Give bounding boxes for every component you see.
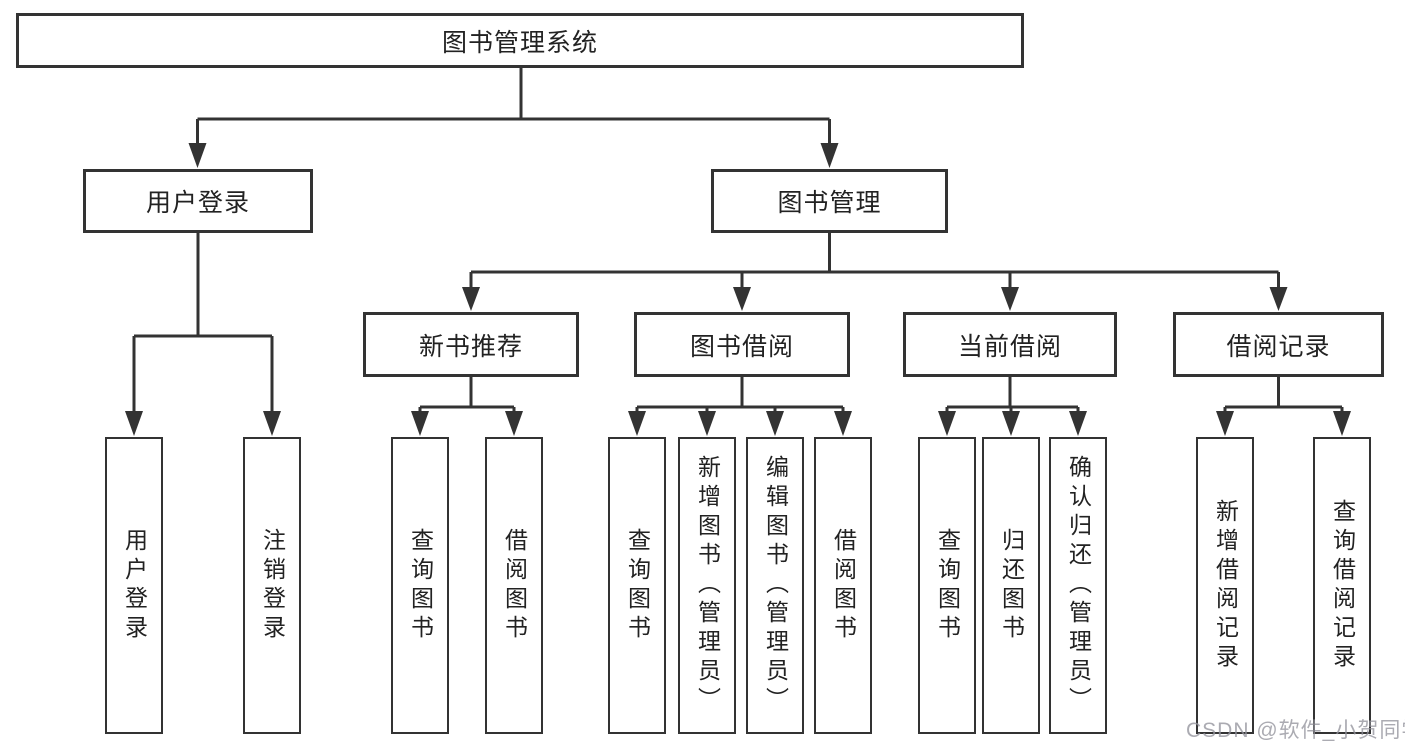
node-book-borrowing: 图书借阅 [634, 312, 850, 377]
node-book-management-label: 图书管理 [777, 189, 882, 217]
node-book-borrowing-label: 图书借阅 [689, 332, 794, 361]
node-current-borrowing: 当前借阅 [903, 312, 1117, 377]
leaf-edit-book-admin-label: 编辑图书（管理员） [762, 455, 789, 716]
leaf-logout-label: 注销登录 [259, 527, 286, 644]
leaf-query-books-current: 查询图书 [918, 437, 976, 734]
node-borrow-records-label: 借阅记录 [1226, 332, 1331, 361]
leaf-return-books: 归还图书 [982, 437, 1040, 734]
leaf-add-book-admin-label: 新增图书（管理员） [694, 455, 721, 716]
leaf-borrow-books-recommend: 借阅图书 [485, 437, 543, 734]
leaf-edit-book-admin: 编辑图书（管理员） [746, 437, 804, 734]
leaf-add-borrow-record-label: 新增借阅记录 [1212, 498, 1239, 673]
node-book-management: 图书管理 [711, 169, 948, 233]
csdn-watermark: CSDN @软件_小贺同学 [1186, 719, 1405, 742]
leaf-borrow-books-borrowing-label: 借阅图书 [830, 527, 857, 644]
leaf-query-books-borrowing-label: 查询图书 [624, 527, 651, 644]
leaf-confirm-return-admin-label: 确认归还（管理员） [1065, 455, 1092, 716]
leaf-user-login: 用户登录 [105, 437, 163, 734]
leaf-user-login-label: 用户登录 [121, 527, 148, 644]
node-borrow-records: 借阅记录 [1173, 312, 1384, 377]
node-current-borrowing-label: 当前借阅 [957, 332, 1062, 361]
leaf-query-books-current-label: 查询图书 [934, 527, 961, 644]
leaf-return-books-label: 归还图书 [998, 527, 1025, 644]
leaf-borrow-books-borrowing: 借阅图书 [814, 437, 872, 734]
leaf-query-borrow-record: 查询借阅记录 [1313, 437, 1371, 734]
leaf-logout: 注销登录 [243, 437, 301, 734]
leaf-add-book-admin: 新增图书（管理员） [678, 437, 736, 734]
leaf-add-borrow-record: 新增借阅记录 [1196, 437, 1254, 734]
node-new-book-recommend: 新书推荐 [363, 312, 579, 377]
leaf-query-borrow-record-label: 查询借阅记录 [1329, 498, 1356, 673]
node-user-login: 用户登录 [83, 169, 313, 233]
leaf-query-books-borrowing: 查询图书 [608, 437, 666, 734]
node-library-system-label: 图书管理系统 [441, 28, 598, 57]
leaf-query-books-recommend: 查询图书 [391, 437, 449, 734]
node-user-login-label: 用户登录 [145, 189, 250, 217]
leaf-confirm-return-admin: 确认归还（管理员） [1049, 437, 1107, 734]
leaf-borrow-books-recommend-label: 借阅图书 [501, 527, 528, 644]
node-library-system: 图书管理系统 [16, 13, 1024, 68]
node-new-book-recommend-label: 新书推荐 [418, 332, 523, 361]
leaf-query-books-recommend-label: 查询图书 [407, 527, 434, 644]
